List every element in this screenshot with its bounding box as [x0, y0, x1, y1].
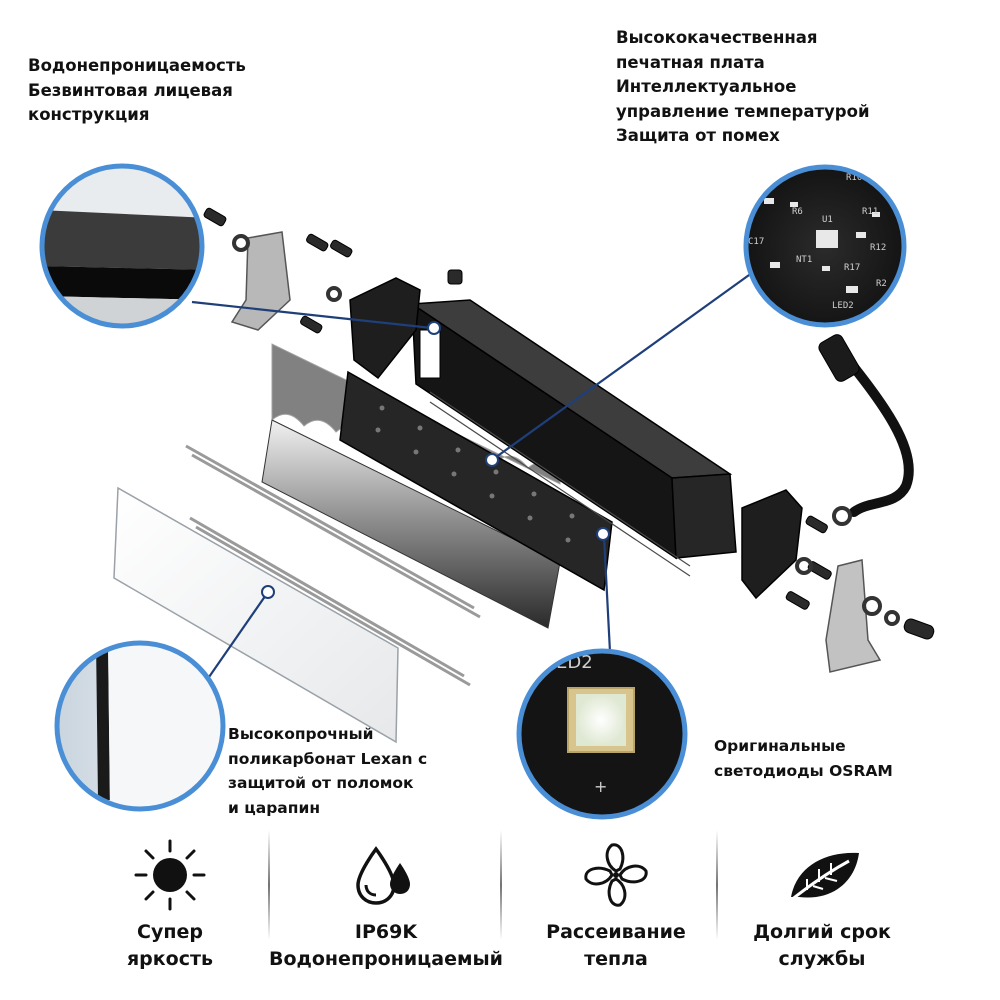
leader-dots	[261, 321, 610, 599]
polarity-mark: +	[594, 777, 607, 796]
callout-line: защитой от поломок	[228, 774, 414, 792]
callout-pcb: Высококачественная печатная плата Интелл…	[616, 26, 870, 149]
callout-line: печатная плата	[616, 52, 765, 72]
pcb-label: R2	[876, 279, 887, 289]
feature-brightness: Супер яркость	[50, 835, 290, 973]
callout-waterproof: Водонепроницаемость Безвинтовая лицевая …	[28, 54, 246, 128]
end-cap-left	[349, 277, 421, 380]
callout-line: Водонепроницаемость	[28, 56, 246, 75]
exploded-view-diagram: R10 R11 R6 U1 C17 R12 NT1 R17 R2 LED2	[39, 163, 935, 820]
power-cable	[837, 347, 914, 517]
divider	[268, 830, 270, 940]
pcb-label: R12	[870, 243, 886, 253]
feature-long-life: Долгий срок службы	[702, 835, 942, 973]
heatsink-housing	[409, 299, 737, 577]
water-drop-icon	[356, 846, 410, 905]
feature-label: Долгий срок	[753, 921, 891, 943]
feature-heat-dissipation: Рассеивание тепла	[496, 835, 736, 973]
pcb-label: R11	[862, 207, 878, 217]
pcb-label: U1	[822, 215, 833, 225]
pcb-label: R6	[792, 207, 803, 217]
pcb-label: C17	[748, 237, 764, 247]
pcb-label: LED2	[832, 301, 854, 311]
zoom-circle-seal	[39, 163, 205, 329]
callout-led: Оригинальные светодиоды OSRAM	[714, 734, 893, 783]
washers	[232, 234, 900, 626]
callout-line: управление температурой	[616, 101, 870, 121]
feature-waterproof: IP69K Водонепроницаемый	[266, 835, 506, 973]
feature-label: Рассеивание	[546, 921, 686, 943]
callout-line: Интеллектуальное	[616, 77, 797, 96]
callout-line: Оригинальные	[714, 737, 846, 755]
callout-line: Высокопрочный	[228, 725, 374, 743]
pcb-label: R17	[844, 263, 860, 273]
mount-bracket-right	[825, 559, 882, 673]
callout-line: и царапин	[228, 798, 321, 817]
pcb-label: R10	[846, 173, 862, 183]
sun-icon	[134, 839, 206, 911]
pcb-board	[339, 370, 613, 592]
side-rails	[185, 444, 481, 687]
feature-label: яркость	[126, 948, 214, 970]
cable-gland	[818, 334, 860, 382]
callout-line: Защита от помех	[616, 126, 780, 145]
mount-bracket-left	[230, 231, 291, 331]
divider	[716, 830, 718, 940]
callout-line: Высококачественная	[616, 28, 818, 47]
callout-lens: Высокопрочный поликарбонат Lexan с защит…	[228, 722, 427, 820]
callout-line: конструкция	[28, 105, 150, 124]
feature-label: Супер	[137, 921, 203, 943]
feature-label: Водонепроницаемый	[269, 948, 503, 970]
end-cap-right	[741, 489, 803, 600]
pcb-label: NT1	[796, 255, 812, 265]
callout-line: светодиоды OSRAM	[714, 761, 893, 780]
feature-label: службы	[778, 948, 866, 970]
fan-icon	[584, 843, 648, 907]
leader-lines	[191, 269, 757, 691]
zoom-circle-pcb: R10 R11 R6 U1 C17 R12 NT1 R17 R2 LED2	[743, 164, 907, 328]
callout-line: Безвинтовая лицевая	[28, 80, 233, 100]
zoom-circle-lens	[54, 640, 226, 812]
feature-label: тепла	[584, 948, 648, 970]
divider	[500, 830, 502, 940]
callout-line: поликарбонат Lexan с	[228, 749, 428, 768]
feature-label: IP69K	[354, 921, 418, 943]
leaf-icon	[784, 852, 859, 907]
zoom-circle-led: LED2 +	[516, 648, 688, 820]
lens-panel	[113, 486, 399, 744]
